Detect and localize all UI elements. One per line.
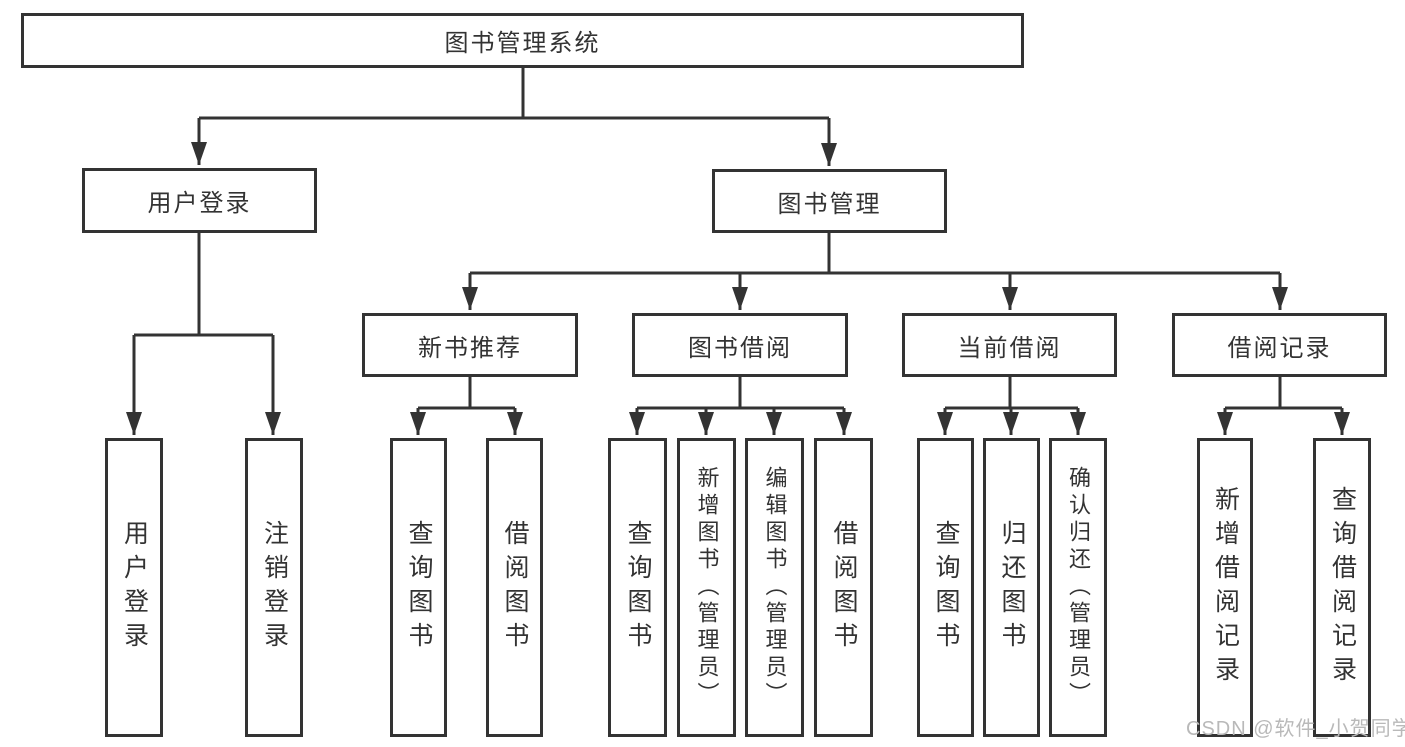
leaf-query-borrow-record: 查询借阅记录: [1313, 438, 1371, 737]
leaf-user-login: 用户登录: [105, 438, 163, 737]
node-new-book-recommendation: 新书推荐: [362, 313, 578, 377]
node-book-borrowing: 图书借阅: [632, 313, 848, 377]
leaf-confirm-return-admin: 确认归还（管理员）: [1049, 438, 1107, 737]
csdn-watermark: CSDN @软件_小贺同学: [1186, 718, 1405, 740]
leaf-borrow-books-recommend: 借阅图书: [486, 438, 543, 737]
leaf-query-books-borrowing: 查询图书: [608, 438, 667, 737]
node-book-management: 图书管理: [712, 169, 947, 233]
node-user-login: 用户登录: [82, 168, 317, 233]
leaf-logout: 注销登录: [245, 438, 303, 737]
leaf-return-book: 归还图书: [983, 438, 1040, 737]
node-borrowing-records: 借阅记录: [1172, 313, 1387, 377]
leaf-borrow-books: 借阅图书: [814, 438, 873, 737]
leaf-add-borrow-record: 新增借阅记录: [1197, 438, 1253, 737]
node-current-borrowing: 当前借阅: [902, 313, 1117, 377]
leaf-query-books-recommend: 查询图书: [390, 438, 447, 737]
leaf-edit-book-admin: 编辑图书（管理员）: [745, 438, 804, 737]
node-library-management-system: 图书管理系统: [21, 13, 1024, 68]
leaf-add-book-admin: 新增图书（管理员）: [677, 438, 736, 737]
leaf-query-books-current: 查询图书: [917, 438, 974, 737]
